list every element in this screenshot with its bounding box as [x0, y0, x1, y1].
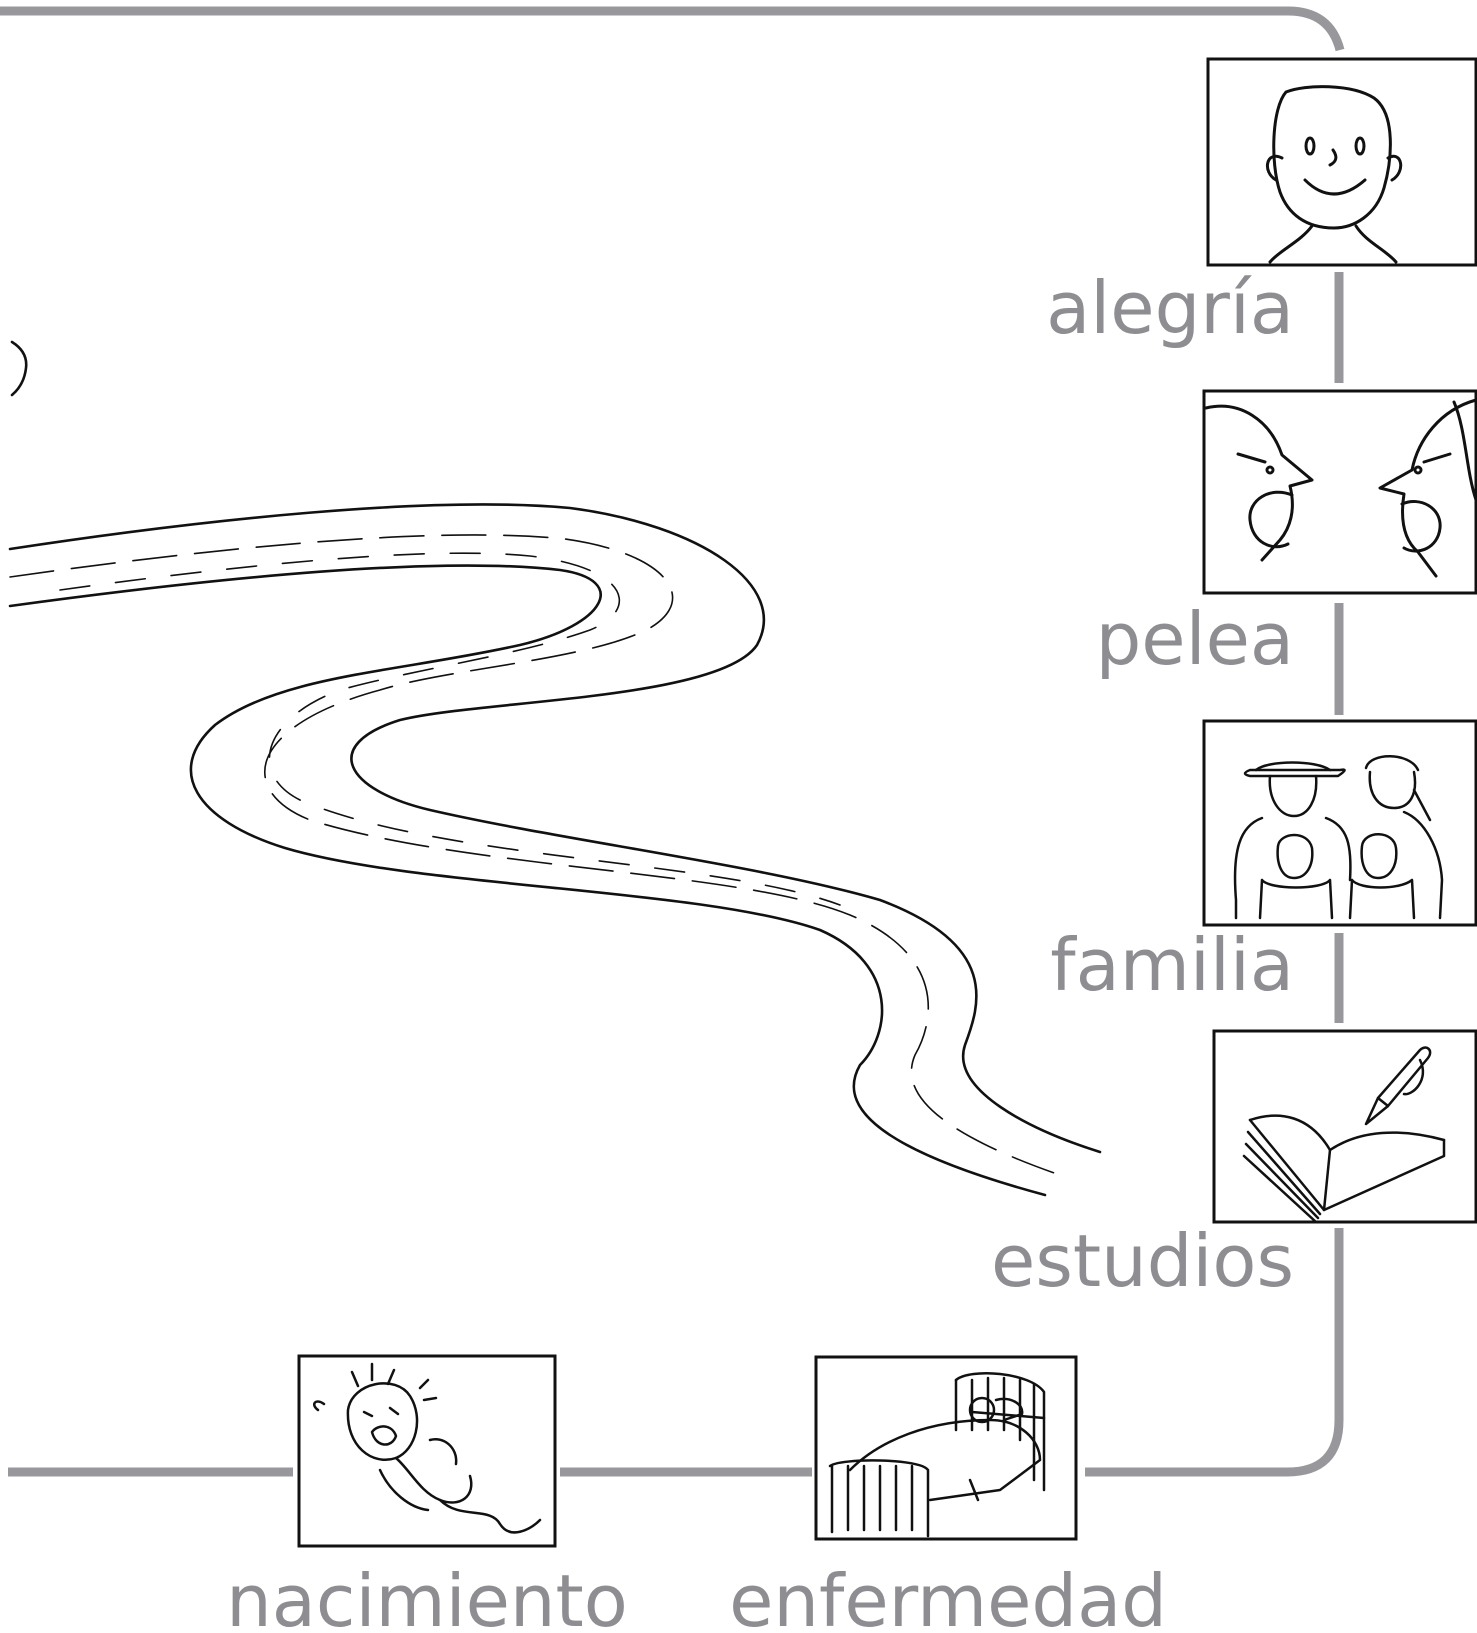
- label-nacimiento: nacimiento: [226, 1559, 628, 1633]
- label-alegria: alegría: [1046, 266, 1294, 350]
- road-lane-dash-line-1: [9, 534, 1061, 1176]
- road-center-dashes: [9, 534, 1061, 1176]
- alegria-picture-frame: [1206, 57, 1477, 267]
- enfermedad-picture: [814, 1355, 1078, 1541]
- timeline-top-segment: [0, 6, 1345, 52]
- pelea-picture: [1202, 389, 1477, 595]
- stage-labels: alegría pelea familia estudios nacimient…: [226, 266, 1294, 1633]
- label-estudios: estudios: [991, 1219, 1294, 1303]
- road-edge-lower: [8, 564, 1047, 1197]
- familia-picture-frame: [1202, 719, 1477, 927]
- pelea-picture-frame: [1202, 389, 1477, 595]
- road-edge-upper: [8, 503, 1102, 1154]
- arguing-faces-icon: [1204, 398, 1477, 578]
- sick-in-bed-icon: [828, 1372, 1046, 1538]
- road-lane-dash-line-2: [59, 552, 841, 906]
- nacimiento-picture-frame: [297, 1354, 557, 1548]
- book-and-pen-icon: [1242, 1046, 1446, 1224]
- timeline-frame: [0, 6, 1345, 1477]
- estudios-picture: [1212, 1029, 1477, 1224]
- alegria-picture: [1206, 57, 1477, 267]
- enfermedad-picture-frame: [814, 1355, 1078, 1541]
- label-pelea: pelea: [1096, 597, 1294, 681]
- estudios-picture-frame: [1212, 1029, 1477, 1224]
- nacimiento-picture: [297, 1354, 557, 1548]
- smiling-face-icon: [1266, 85, 1403, 264]
- newborn-baby-icon: [313, 1362, 542, 1534]
- winding-road-icon: [8, 340, 1102, 1197]
- family-portrait-icon: [1233, 755, 1444, 920]
- road-edge-left-cap: [10, 340, 28, 397]
- familia-picture: [1202, 719, 1477, 927]
- timeline-right-segment-4: [1085, 1228, 1344, 1477]
- label-enfermedad: enfermedad: [729, 1559, 1167, 1633]
- label-familia: familia: [1050, 923, 1294, 1007]
